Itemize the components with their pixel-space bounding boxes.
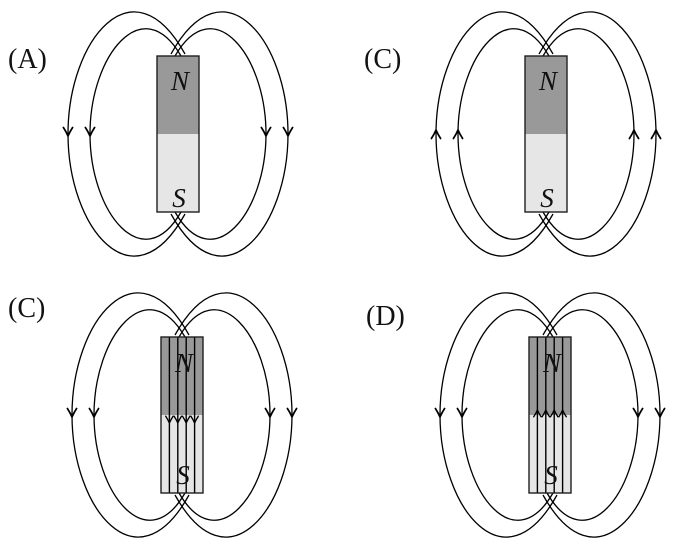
south-pole-label: S	[176, 460, 190, 490]
diagram-option-a: (A) N S	[0, 0, 336, 279]
north-pole-label: N	[538, 66, 559, 96]
magnet-south-half	[525, 134, 567, 212]
diagram-label: (A)	[8, 44, 47, 75]
magnet-field-figure: N S	[434, 292, 666, 538]
diagram-option-d: (D) N S	[337, 279, 673, 557]
magnet-north-half	[157, 56, 199, 134]
south-pole-label: S	[172, 183, 186, 213]
magnet-outline	[528, 336, 572, 494]
magnet-north-half	[525, 56, 567, 134]
magnet-field-figure: N S	[62, 11, 294, 257]
north-pole-label: N	[170, 66, 191, 96]
magnet-outline	[524, 55, 568, 213]
magnet-north-half	[529, 337, 571, 415]
diagram-label: (C)	[364, 44, 402, 75]
south-pole-label: S	[540, 183, 554, 213]
magnet-south-half	[157, 134, 199, 212]
magnet-outline	[160, 336, 204, 494]
magnet-outline	[156, 55, 200, 213]
diagram-label: (C)	[8, 293, 46, 324]
magnet-field-figure: N S	[430, 11, 662, 257]
diagram-option-c1: (C) N S	[337, 0, 673, 279]
magnet-field-figure: N S	[66, 292, 298, 538]
magnet-north-half	[161, 337, 203, 415]
magnet-south-half	[161, 415, 203, 493]
diagram-option-c2: (C) N S	[0, 279, 336, 557]
north-pole-label: N	[174, 348, 195, 378]
north-pole-label: N	[542, 348, 563, 378]
south-pole-label: S	[544, 460, 558, 490]
magnet-south-half	[529, 415, 571, 493]
diagram-label: (D)	[366, 301, 405, 332]
